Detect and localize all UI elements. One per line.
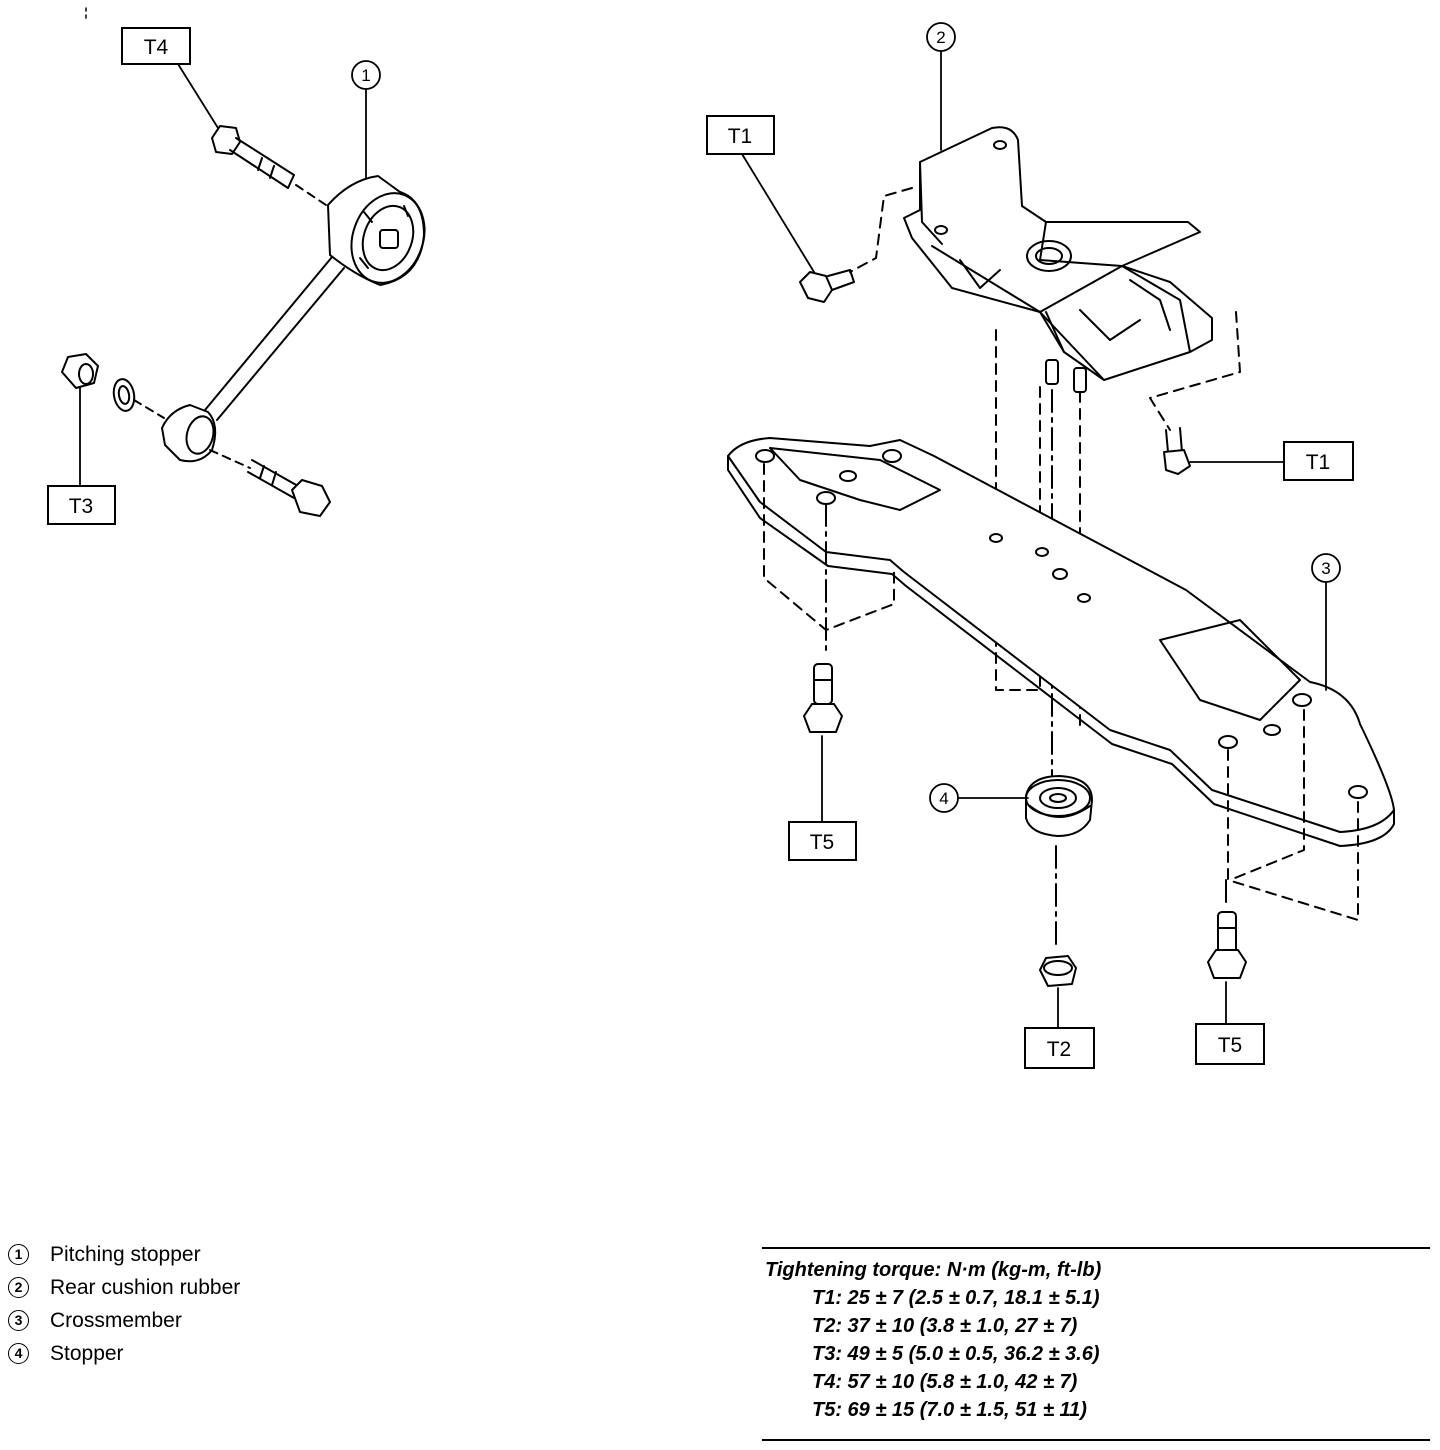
tag-t5-left: T5 (788, 821, 857, 861)
torque-row: T4: 57 ± 10 (5.8 ± 1.0, 42 ± 7) (812, 1371, 1078, 1393)
callout-2: 2 (926, 22, 956, 52)
legend-item: 2 Rear cushion rubber (8, 1271, 428, 1304)
parts-legend: 1 Pitching stopper 2 Rear cushion rubber… (8, 1238, 428, 1370)
torque-tags: T4 T3 T1 T1 T5 T2 T5 (47, 27, 1354, 1069)
legend-item: 1 Pitching stopper (8, 1238, 428, 1271)
torque-heading: Tightening torque: N·m (kg-m, ft-lb) (765, 1259, 1102, 1281)
bolt-t5-right (1207, 911, 1247, 1025)
bolt-t1-left (799, 269, 855, 303)
legend-item: 4 Stopper (8, 1337, 428, 1370)
legend-number: 2 (8, 1277, 29, 1298)
callout-3: 3 (1311, 553, 1341, 583)
svg-text:T4: T4 (144, 36, 169, 59)
tag-t2: T2 (1024, 1027, 1095, 1069)
torque-row: T3: 49 ± 5 (5.0 ± 0.5, 36.2 ± 3.6) (812, 1343, 1100, 1365)
svg-text:T1: T1 (1306, 451, 1331, 474)
legend-number: 1 (8, 1244, 29, 1265)
nut-t3 (61, 353, 165, 419)
legend-label: Pitching stopper (50, 1243, 201, 1266)
callout-1: 1 (351, 60, 381, 90)
callout-circles: 1 2 3 4 (351, 22, 1341, 813)
svg-text:1: 1 (361, 66, 370, 85)
stopper (1025, 775, 1093, 837)
legend-label: Rear cushion rubber (50, 1276, 241, 1299)
bolt-t1-right (1163, 427, 1191, 475)
legend-label: Stopper (50, 1342, 124, 1365)
bolt-t4 (211, 125, 327, 206)
svg-text:T5: T5 (810, 831, 835, 854)
leader-lines (79, 51, 1327, 799)
crossmember (727, 437, 1395, 951)
legend-number: 3 (8, 1310, 29, 1331)
svg-text:T3: T3 (69, 495, 94, 518)
torque-row: T1: 25 ± 7 (2.5 ± 0.7, 18.1 ± 5.1) (812, 1287, 1100, 1309)
torque-row: T5: 69 ± 15 (7.0 ± 1.5, 51 ± 11) (812, 1399, 1087, 1421)
torque-row: T2: 37 ± 10 (3.8 ± 1.0, 27 ± 7) (812, 1315, 1078, 1337)
svg-text:3: 3 (1321, 559, 1330, 578)
legend-number: 4 (8, 1343, 29, 1364)
torque-spec-table: Tightening torque: N·m (kg-m, ft-lb) T1:… (762, 1247, 1430, 1441)
tag-t1-upper: T1 (706, 115, 775, 155)
pitching-stopper (161, 175, 426, 463)
nut-t2 (1039, 955, 1077, 1029)
rear-cushion-rubber (849, 126, 1241, 781)
svg-text:T5: T5 (1218, 1034, 1243, 1057)
callout-4: 4 (929, 783, 959, 813)
tag-t4: T4 (121, 27, 191, 65)
svg-text:T1: T1 (728, 125, 753, 148)
legend-label: Crossmember (50, 1309, 182, 1332)
svg-text:4: 4 (939, 789, 948, 808)
legend-item: 3 Crossmember (8, 1304, 428, 1337)
bolt-t5-left (803, 663, 843, 823)
bolt-lower (209, 449, 331, 517)
tag-t1-lower: T1 (1283, 441, 1354, 481)
tag-t3: T3 (47, 485, 116, 525)
svg-text:2: 2 (936, 28, 945, 47)
tag-t5-right: T5 (1195, 1023, 1265, 1065)
svg-text:T2: T2 (1047, 1038, 1072, 1061)
